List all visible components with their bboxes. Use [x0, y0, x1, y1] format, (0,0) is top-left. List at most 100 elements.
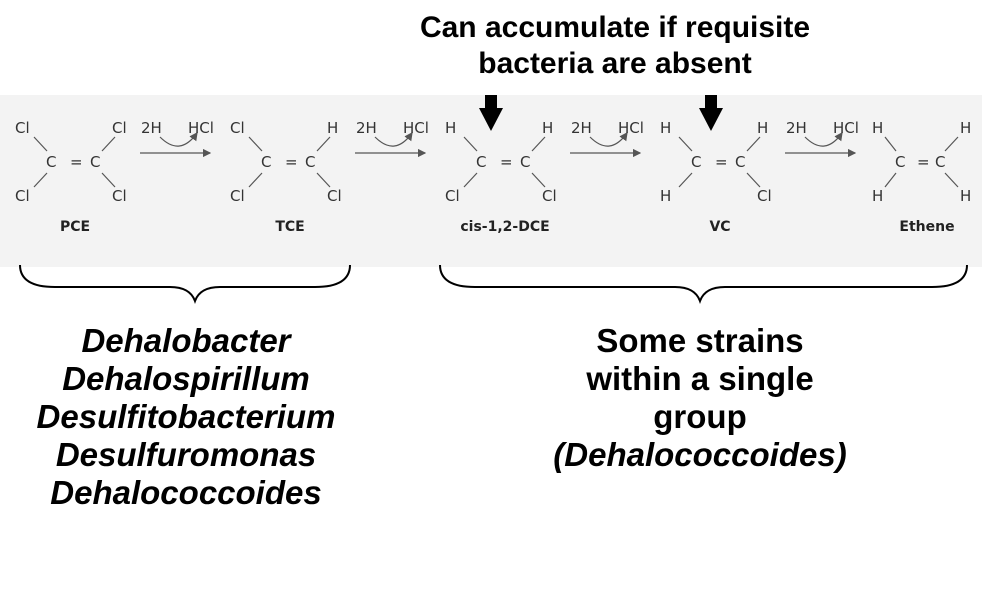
substituent-bottom-left: H	[660, 187, 671, 205]
bond-bottom-right	[101, 172, 116, 188]
carbon-left: C	[895, 153, 905, 171]
bond-top-right	[746, 136, 761, 152]
bond-bottom-right	[531, 172, 546, 188]
reaction-arrow-2: 2H HCl	[355, 119, 429, 158]
bond-top-right	[531, 136, 546, 152]
molecule-label: VC	[709, 219, 730, 235]
double-bond: =	[715, 153, 728, 171]
bond-top-left	[248, 136, 263, 152]
callout-line-2: bacteria are absent	[478, 47, 752, 80]
molecule-pce: Cl Cl Cl Cl C = C PCE	[15, 119, 127, 235]
substituent-top-left: H	[445, 119, 456, 137]
organism-desulfitobacterium: Desulfitobacterium	[36, 398, 336, 435]
substituent-top-left: H	[872, 119, 883, 137]
molecule-label: PCE	[60, 219, 90, 235]
bond-top-right	[316, 136, 331, 152]
substituent-top-right: H	[757, 119, 768, 137]
substituent-bottom-right: Cl	[757, 187, 772, 205]
molecule-label: TCE	[275, 219, 304, 235]
substituent-top-right: Cl	[112, 119, 127, 137]
organism-dehalospirillum: Dehalospirillum	[62, 360, 310, 397]
bond-top-left	[463, 136, 478, 152]
complete-dechlorinators-text: Some strains within a single group (Deha…	[470, 322, 930, 474]
substituent-bottom-right: H	[960, 187, 971, 205]
reaction-arrow-1: 2H HCl	[140, 119, 214, 158]
molecule-vc: H H H Cl C = C VC	[660, 119, 772, 235]
carbon-right: C	[735, 153, 745, 171]
right-group-line-4: (Dehalococcoides)	[553, 436, 847, 473]
substituent-bottom-right: Cl	[327, 187, 342, 205]
substituent-top-right: H	[960, 119, 971, 137]
reactant-label: 2H	[571, 119, 592, 137]
carbon-right: C	[935, 153, 945, 171]
right-group-line-3: group	[653, 398, 747, 435]
double-bond: =	[285, 153, 298, 171]
substituent-bottom-left: Cl	[15, 187, 30, 205]
arrow-shaft	[705, 95, 717, 110]
carbon-left: C	[261, 153, 271, 171]
bond-bottom-right	[944, 172, 959, 188]
bond-bottom-left	[33, 172, 48, 188]
organism-dehalococcoides: Dehalococcoides	[50, 474, 322, 511]
carbon-left: C	[46, 153, 56, 171]
dechlorination-scheme: Cl Cl Cl Cl C = C PCE 2H HCl Cl H Cl Cl …	[15, 95, 971, 235]
bond-top-left	[884, 136, 897, 152]
elimination-curve	[159, 132, 198, 147]
double-bond: =	[70, 153, 83, 171]
substituent-bottom-left: Cl	[445, 187, 460, 205]
molecule-label: cis-1,2-DCE	[460, 219, 549, 235]
substituent-top-right: H	[542, 119, 553, 137]
molecule-tce: Cl H Cl Cl C = C TCE	[230, 119, 342, 235]
carbon-left: C	[476, 153, 486, 171]
accumulation-arrow-dce	[479, 95, 503, 131]
product-label: HCl	[188, 119, 214, 137]
right-group-line-2: within a single	[586, 360, 814, 397]
elimination-curve	[374, 132, 413, 147]
right-group-line-1: Some strains	[596, 322, 804, 359]
reactant-label: 2H	[786, 119, 807, 137]
bond-bottom-left	[884, 172, 897, 188]
right-brace	[439, 264, 968, 304]
product-label: HCl	[403, 119, 429, 137]
substituent-top-left: H	[660, 119, 671, 137]
reactant-label: 2H	[141, 119, 162, 137]
arrow-head	[699, 108, 723, 131]
substituent-bottom-right: Cl	[112, 187, 127, 205]
accumulation-arrow-vc	[699, 95, 723, 131]
bond-bottom-left	[678, 172, 693, 188]
left-brace	[19, 264, 351, 304]
substituent-top-right: H	[327, 119, 338, 137]
bond-bottom-right	[316, 172, 331, 188]
product-label: HCl	[618, 119, 644, 137]
bond-top-right	[944, 136, 959, 152]
carbon-right: C	[520, 153, 530, 171]
double-bond: =	[500, 153, 513, 171]
carbon-right: C	[305, 153, 315, 171]
arrow-head	[479, 108, 503, 131]
arrow-shaft	[485, 95, 497, 110]
broad-dechlorinators-list: Dehalobacter Dehalospirillum Desulfitoba…	[0, 322, 372, 512]
substituent-bottom-right: Cl	[542, 187, 557, 205]
elimination-curve	[804, 132, 843, 147]
accumulation-callout: Can accumulate if requisite bacteria are…	[380, 10, 850, 82]
substituent-bottom-left: H	[872, 187, 883, 205]
bond-top-left	[33, 136, 48, 152]
organism-desulfuromonas: Desulfuromonas	[55, 436, 317, 473]
molecule-ethene: H H H H C = C Ethene	[872, 119, 971, 235]
grouping-braces	[19, 264, 968, 304]
bond-bottom-left	[248, 172, 263, 188]
reaction-arrow-3: 2H HCl	[570, 119, 644, 158]
substituent-top-left: Cl	[230, 119, 245, 137]
substituent-top-left: Cl	[15, 119, 30, 137]
molecule-cis-dce: H H Cl Cl C = C cis-1,2-DCE	[445, 119, 557, 235]
product-label: HCl	[833, 119, 859, 137]
carbon-left: C	[691, 153, 701, 171]
molecule-label: Ethene	[899, 219, 954, 235]
carbon-right: C	[90, 153, 100, 171]
organism-dehalobacter: Dehalobacter	[81, 322, 291, 359]
double-bond: =	[917, 153, 930, 171]
bond-bottom-right	[746, 172, 761, 188]
bond-top-right	[101, 136, 116, 152]
bond-top-left	[678, 136, 693, 152]
bond-bottom-left	[463, 172, 478, 188]
